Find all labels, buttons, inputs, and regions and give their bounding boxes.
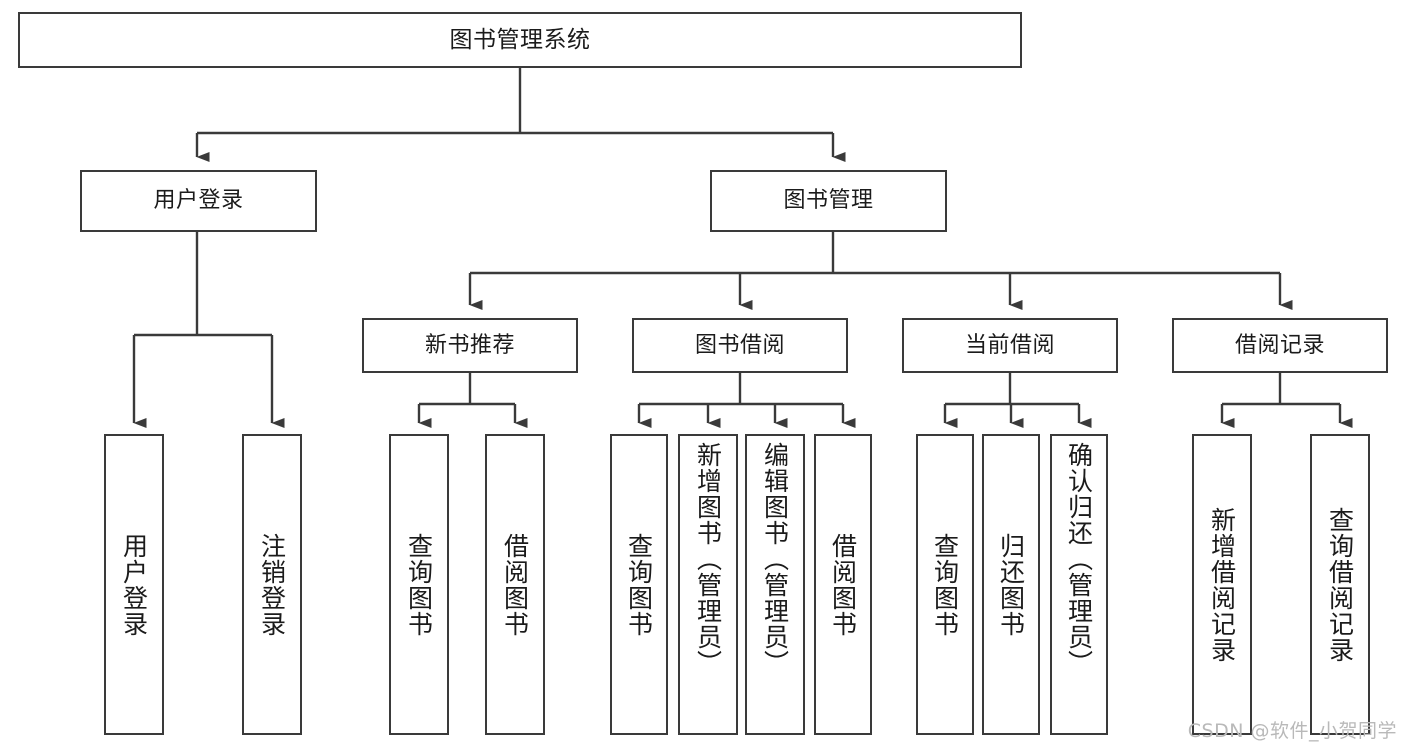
node-label: 新增借阅记录 — [1207, 506, 1237, 663]
node-label: 借阅图书 — [828, 532, 858, 637]
node-label: 当前借阅 — [964, 332, 1055, 358]
node-label: 编辑图书（管理员） — [760, 442, 790, 676]
node-label: 查询借阅记录 — [1325, 506, 1355, 663]
watermark: CSDN @软件_小贺同学 — [1187, 720, 1397, 742]
node-label: 用户登录 — [119, 532, 149, 637]
node-label: 新书推荐 — [424, 332, 515, 358]
node-leaf-edit-book-admin[interactable]: 编辑图书（管理员） — [745, 434, 805, 735]
node-leaf-query-book-current[interactable]: 查询图书 — [916, 434, 974, 735]
node-label: 查询图书 — [624, 532, 654, 637]
node-leaf-borrow-book[interactable]: 借阅图书 — [814, 434, 872, 735]
node-leaf-query-book-borrow[interactable]: 查询图书 — [610, 434, 668, 735]
node-label: 图书管理 — [783, 188, 874, 214]
node-leaf-logout[interactable]: 注销登录 — [242, 434, 302, 735]
node-new-book-recommend[interactable]: 新书推荐 — [362, 318, 578, 373]
node-label: 借阅图书 — [500, 532, 530, 637]
node-book-borrow[interactable]: 图书借阅 — [632, 318, 848, 373]
node-label: 注销登录 — [257, 532, 287, 637]
node-label: 新增图书（管理员） — [693, 442, 723, 676]
node-label: 借阅记录 — [1234, 332, 1325, 358]
node-label: 用户登录 — [153, 188, 244, 214]
node-book-management[interactable]: 图书管理 — [710, 170, 947, 232]
node-borrow-record[interactable]: 借阅记录 — [1172, 318, 1388, 373]
node-leaf-return-book[interactable]: 归还图书 — [982, 434, 1040, 735]
node-label: 确认归还（管理员） — [1064, 442, 1094, 676]
node-leaf-query-book-recommend[interactable]: 查询图书 — [389, 434, 449, 735]
node-current-borrow[interactable]: 当前借阅 — [902, 318, 1118, 373]
node-label: 查询图书 — [930, 532, 960, 637]
node-leaf-add-book-admin[interactable]: 新增图书（管理员） — [678, 434, 738, 735]
node-root-book-management-system[interactable]: 图书管理系统 — [18, 12, 1022, 68]
node-leaf-confirm-return-admin[interactable]: 确认归还（管理员） — [1050, 434, 1108, 735]
node-leaf-add-borrow-record[interactable]: 新增借阅记录 — [1192, 434, 1252, 735]
node-label: 图书管理系统 — [449, 26, 591, 53]
node-leaf-query-borrow-record[interactable]: 查询借阅记录 — [1310, 434, 1370, 735]
node-leaf-borrow-book-recommend[interactable]: 借阅图书 — [485, 434, 545, 735]
node-label: 图书借阅 — [694, 332, 785, 358]
node-user-login[interactable]: 用户登录 — [80, 170, 317, 232]
node-leaf-user-login[interactable]: 用户登录 — [104, 434, 164, 735]
node-label: 归还图书 — [996, 532, 1026, 637]
node-label: 查询图书 — [404, 532, 434, 637]
